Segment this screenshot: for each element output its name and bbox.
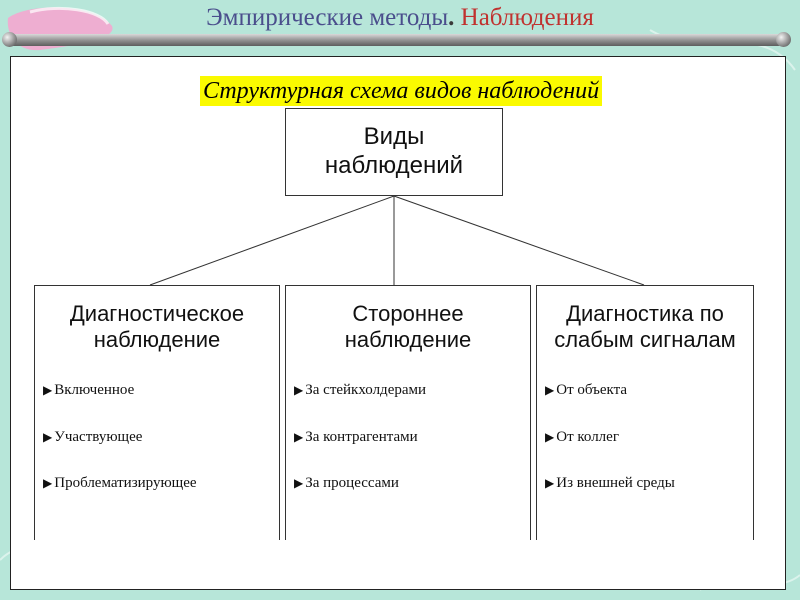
items-column-external: ▶За стейкхолдерами ▶За контрагентами ▶За… [285,368,531,540]
category-external-line2: наблюдение [344,327,472,352]
connector-right [393,195,645,286]
diagram-heading: Структурная схема видов наблюдений [200,76,603,106]
triangle-right-icon: ▶ [545,476,555,490]
list-item: ▶За контрагентами [294,429,418,445]
items-column-diagnostic: ▶Включенное ▶Участвующее ▶Проблематизиру… [34,368,280,540]
triangle-right-icon: ▶ [545,383,555,397]
category-diagnostic: Диагностическое наблюдение [34,285,280,369]
triangle-right-icon: ▶ [43,476,53,490]
list-item: ▶Проблематизирующее [43,475,197,491]
root-node-line2: наблюдений [324,152,464,179]
category-external: Стороннее наблюдение [285,285,531,369]
list-item: ▶Из внешней среды [545,475,675,491]
category-weak-signals: Диагностика по слабым сигналам [536,285,754,369]
triangle-right-icon: ▶ [294,430,304,444]
slide-title: Эмпирические методы. Наблюдения [0,4,800,32]
list-item: ▶Включенное [43,382,135,398]
root-node: Виды наблюдений [285,108,503,196]
category-diagnostic-line2: наблюдение [93,327,221,352]
title-underline-bar [8,34,784,46]
slide-title-dot: . [448,4,455,31]
list-item: ▶От объекта [545,382,628,398]
items-column-weak-signals: ▶От объекта ▶От коллег ▶Из внешней среды [536,368,754,540]
list-item: ▶От коллег [545,429,619,445]
triangle-right-icon: ▶ [43,383,53,397]
triangle-right-icon: ▶ [294,383,304,397]
category-weak-signals-line1: Диагностика по [566,300,724,326]
list-item: ▶За процессами [294,475,399,491]
triangle-right-icon: ▶ [545,430,555,444]
bar-left-cap [2,32,17,47]
root-node-line1: Виды [363,123,425,151]
connector-left [149,195,395,286]
category-external-line1: Стороннее [352,300,464,326]
slide-title-main: Эмпирические методы [206,4,449,31]
list-item: ▶За стейкхолдерами [294,382,427,398]
triangle-right-icon: ▶ [294,476,304,490]
slide-title-accent: Наблюдения [460,4,594,31]
category-weak-signals-line2: слабым сигналам [554,327,736,352]
category-diagnostic-line1: Диагностическое [69,300,245,326]
bar-right-cap [776,32,791,47]
triangle-right-icon: ▶ [43,430,53,444]
list-item: ▶Участвующее [43,429,143,445]
